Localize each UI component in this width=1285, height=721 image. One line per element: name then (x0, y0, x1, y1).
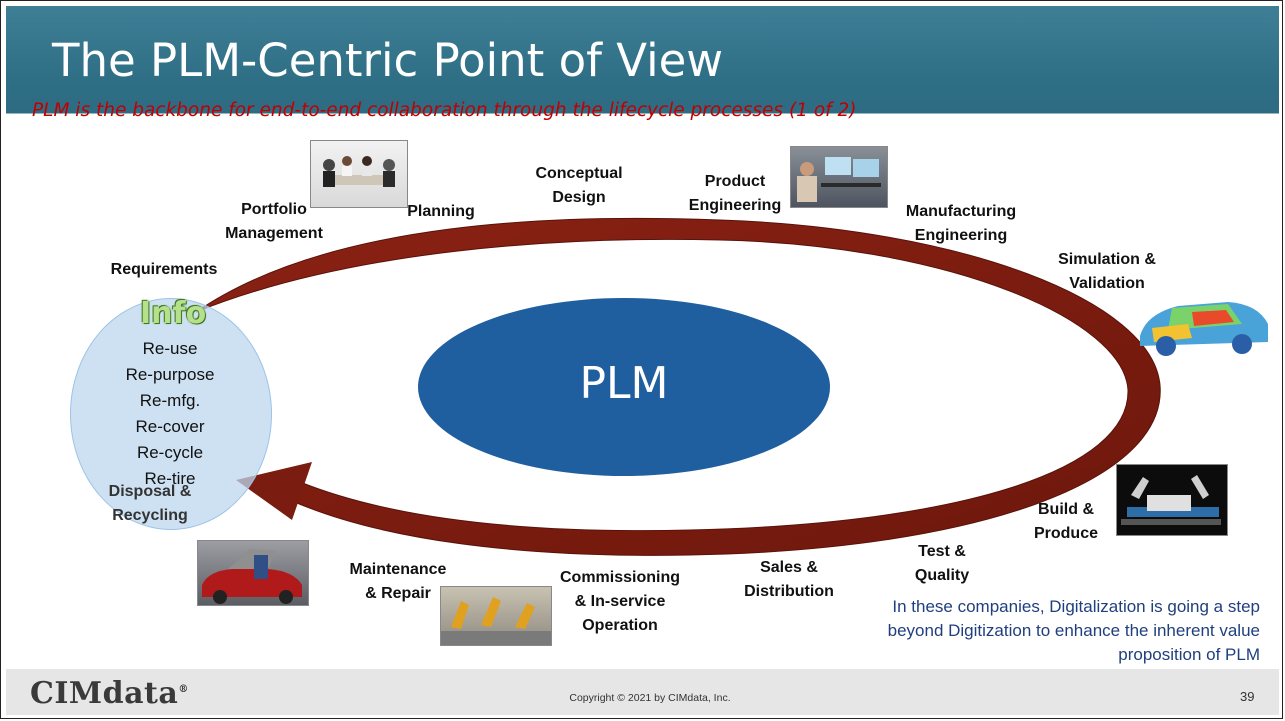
cimdata-logo: CIMdata® (30, 676, 189, 711)
info-circle (70, 298, 272, 530)
plm-center-ellipse (418, 298, 830, 476)
slide-title: The PLM-Centric Point of View (52, 34, 724, 87)
factory-robot-image (1116, 464, 1228, 536)
stage-commissioning-operation: Commissioning & In-service Operation (559, 569, 680, 634)
info-item: Re-cover (135, 417, 205, 436)
stage-requirements: Requirements (110, 261, 218, 278)
stage-disposal-recycling: Disposal & Recycling (108, 483, 192, 524)
slide-subtitle: PLM is the backbone for end-to-end colla… (32, 100, 857, 121)
stage-conceptual-design: Conceptual Design (535, 165, 623, 206)
slide-header (6, 6, 1279, 128)
stage-product-engineering: Product Engineering (688, 173, 782, 214)
stage-portfolio-management: Portfolio Management (225, 201, 323, 242)
info-list: Re-use Re-purpose Re-mfg. Re-cover Re-cy… (100, 336, 240, 492)
page-number: 39 (1240, 689, 1255, 704)
info-item: Re-tire (144, 469, 196, 488)
stage-planning: Planning (407, 203, 475, 220)
info-item: Re-purpose (125, 365, 215, 384)
logo-mark: ® (178, 684, 189, 695)
digitalization-note: In these companies, Digitalization is go… (887, 597, 1260, 664)
logo-text: CIMdata (30, 676, 179, 711)
info-item: Re-mfg. (139, 391, 201, 410)
planning-meeting-photo (310, 140, 408, 208)
stage-sales-distribution: Sales & Distribution (744, 559, 834, 600)
car-maintenance-photo (197, 540, 309, 606)
stage-test-quality: Test & Quality (914, 543, 970, 584)
copyright-text: Copyright © 2021 by CIMdata, Inc. (569, 692, 731, 704)
slide-footer (6, 669, 1279, 715)
info-item: Re-use (142, 339, 198, 358)
stage-build-produce: Build & Produce (1033, 501, 1098, 542)
factory-floor-photo (440, 586, 552, 646)
engineering-workstation-photo (790, 146, 888, 208)
stage-simulation-validation: Simulation & Validation (1058, 251, 1156, 292)
stage-maintenance-repair: Maintenance & Repair (349, 561, 447, 602)
plm-center-label: PLM (579, 358, 669, 409)
vehicle-simulation-image (1132, 284, 1274, 364)
stage-manufacturing-engineering: Manufacturing Engineering (905, 203, 1017, 244)
info-title: Info (140, 296, 207, 331)
info-item: Re-cycle (136, 443, 204, 462)
